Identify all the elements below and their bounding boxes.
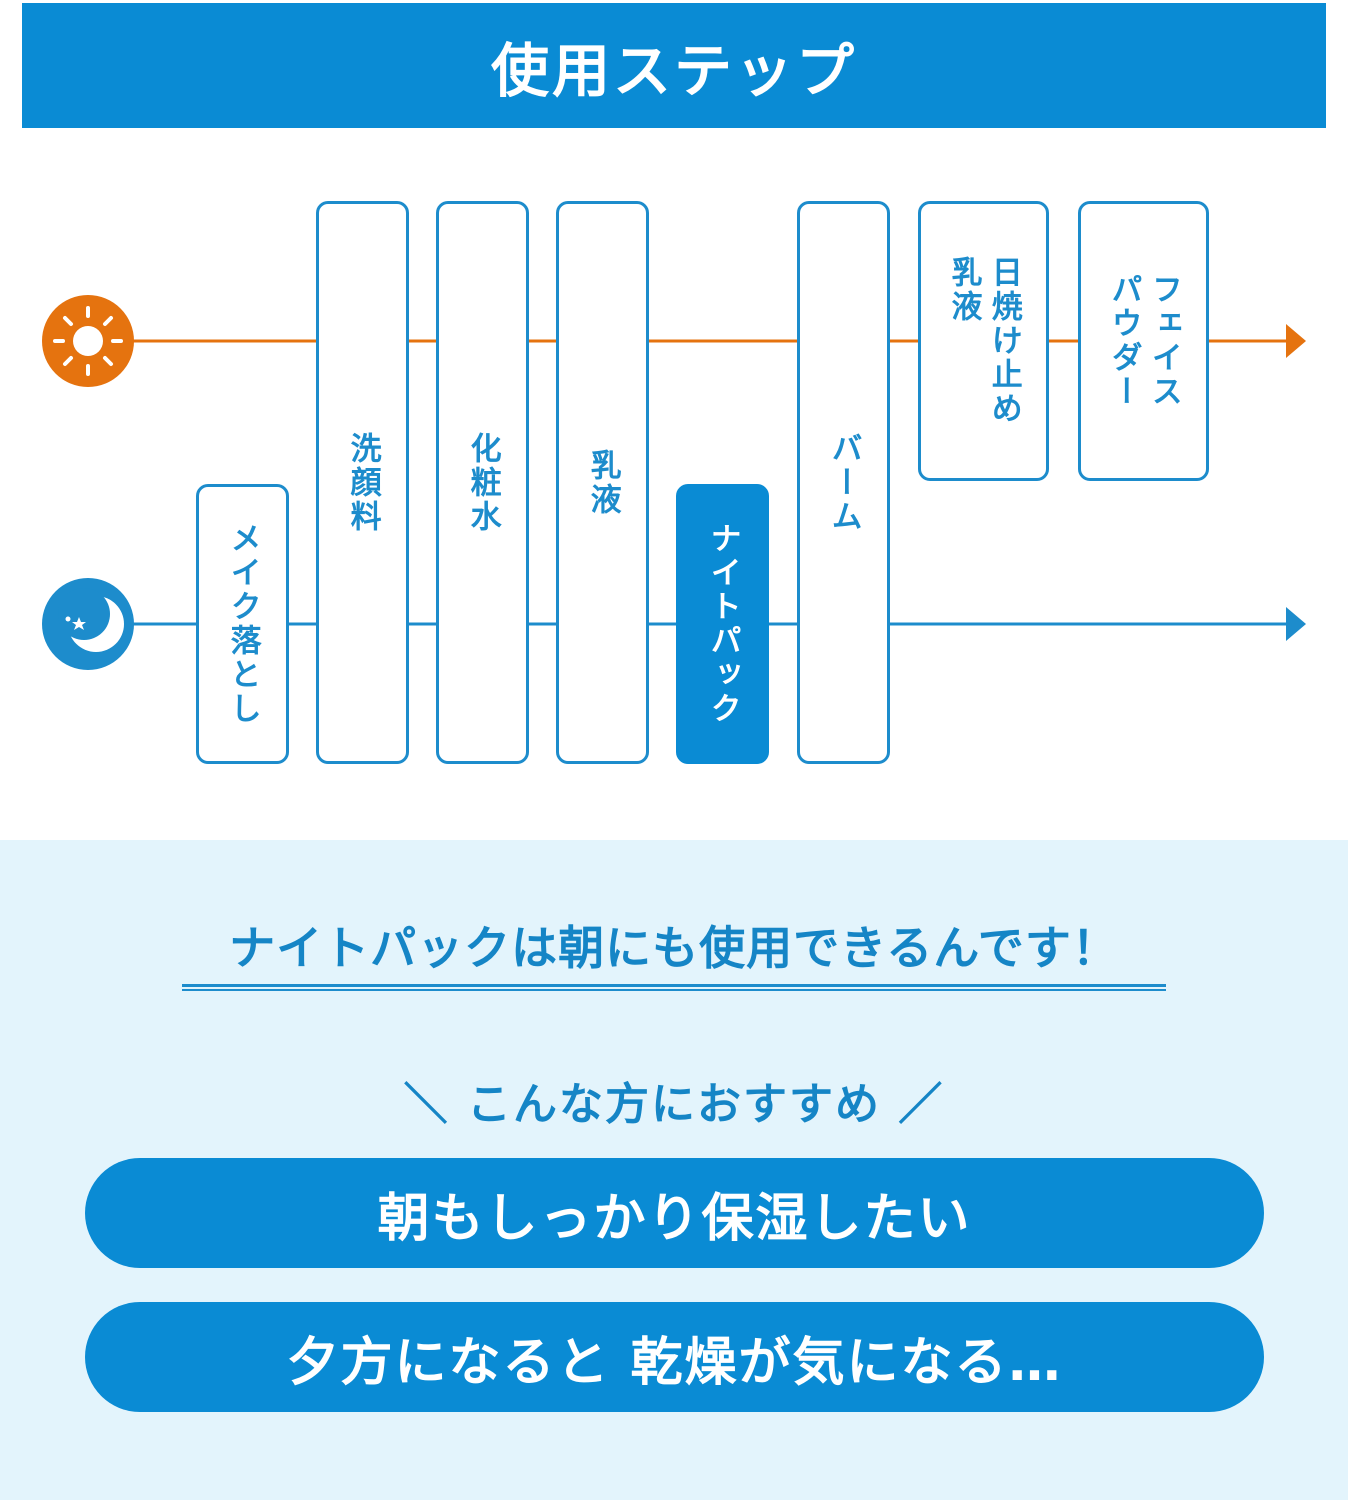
morning-arrow-icon xyxy=(1286,324,1306,358)
header-bar: 使用ステップ xyxy=(22,3,1326,128)
step-emulsion: 乳液 xyxy=(556,201,649,764)
page-title: 使用ステップ xyxy=(490,36,857,105)
step-balm: バーム xyxy=(797,201,890,764)
sun-icon xyxy=(42,295,134,387)
step-toner: 化粧水 xyxy=(436,201,529,764)
pill-text: 夕方になると 乾燥が気になる… xyxy=(286,1332,1063,1393)
promo-section: ナイトパックは朝にも使用できるんです！ ＼ こんな方におすすめ ／ 朝もしっかり… xyxy=(0,840,1348,1500)
promo-headline: ナイトパックは朝にも使用できるんです！ xyxy=(229,921,1119,975)
step-label: バーム xyxy=(825,431,862,534)
step-face-wash: 洗顔料 xyxy=(316,201,409,764)
step-label: 化粧水 xyxy=(464,431,501,534)
step-makeup-remover: メイク落とし xyxy=(196,484,289,764)
recommend-pill-1: 朝もしっかり保湿したい xyxy=(85,1158,1264,1268)
step-label: フェイス パウダー xyxy=(1105,273,1182,409)
headline-underline xyxy=(182,984,1166,991)
recommend-subhead: ＼ こんな方におすすめ ／ xyxy=(403,1079,945,1130)
step-label: 洗顔料 xyxy=(344,431,381,534)
recommend-pill-2: 夕方になると 乾燥が気になる… xyxy=(85,1302,1264,1412)
step-sunscreen: 日焼け止め 乳液 xyxy=(918,201,1049,481)
step-face-powder: フェイス パウダー xyxy=(1078,201,1209,481)
pill-text: 朝もしっかり保湿したい xyxy=(377,1188,972,1249)
step-night-pack: ナイトパック xyxy=(676,484,769,764)
step-label: ナイトパック xyxy=(704,522,741,726)
moon-icon xyxy=(42,578,134,670)
step-label: 日焼け止め 乳液 xyxy=(945,256,1022,426)
step-label: メイク落とし xyxy=(224,522,261,726)
step-label: 乳液 xyxy=(584,448,621,517)
night-arrow-icon xyxy=(1286,607,1306,641)
